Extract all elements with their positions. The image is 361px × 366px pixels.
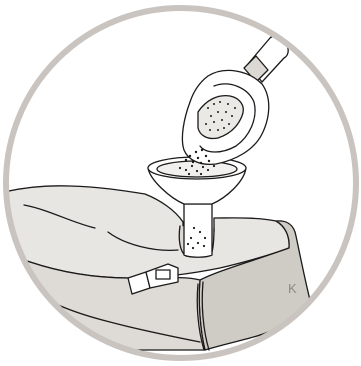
corner-letter: K bbox=[288, 282, 297, 295]
funnel-spout bbox=[184, 204, 212, 257]
funnel-opening bbox=[157, 161, 237, 177]
buckle-slot bbox=[156, 270, 170, 279]
